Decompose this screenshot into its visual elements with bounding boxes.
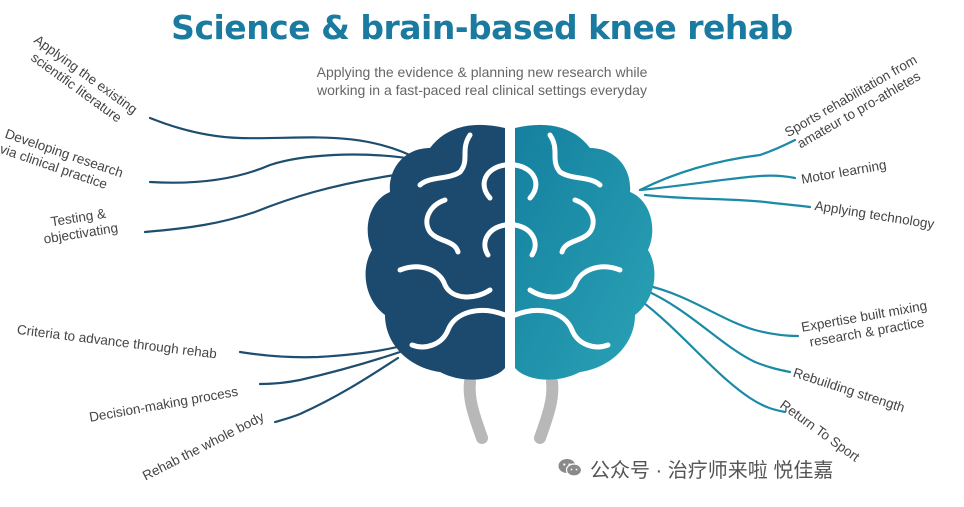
brain-stem bbox=[470, 382, 553, 438]
watermark: 公众号 · 治疗师来啦 悦佳嘉 bbox=[558, 455, 833, 481]
right-branches bbox=[640, 140, 810, 412]
wechat-icon bbox=[558, 457, 582, 479]
watermark-text: 公众号 · 治疗师来啦 悦佳嘉 bbox=[590, 454, 833, 483]
